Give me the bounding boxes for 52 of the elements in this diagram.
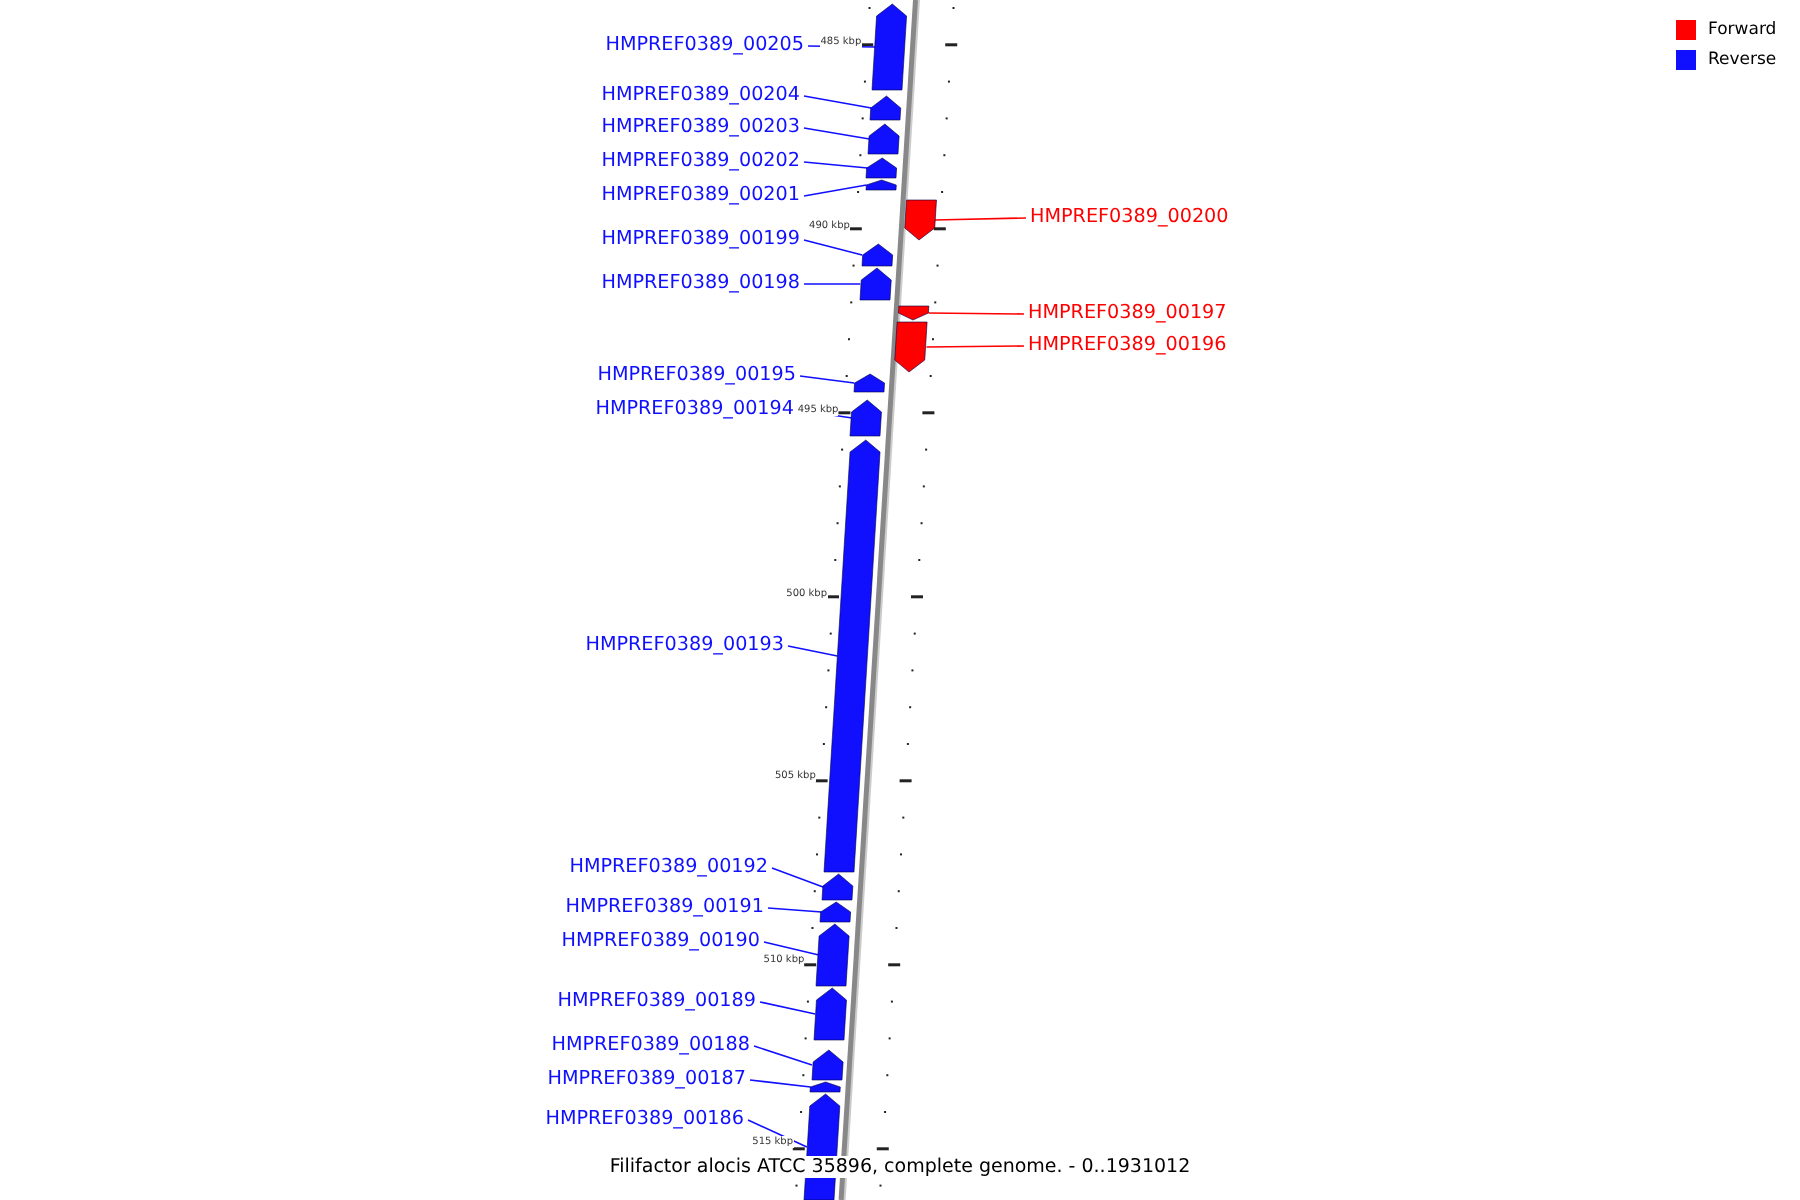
gene-shape bbox=[861, 244, 893, 266]
gene-label: HMPREF0389_00195 bbox=[597, 364, 796, 388]
gene-shape bbox=[872, 4, 908, 90]
leader-line bbox=[747, 1119, 808, 1148]
gene-shape bbox=[868, 124, 901, 154]
gene-label: HMPREF0389_00201 bbox=[601, 184, 800, 208]
gene-label: HMPREF0389_00192 bbox=[569, 856, 768, 880]
gene-label: HMPREF0389_00198 bbox=[601, 272, 800, 296]
leader-line bbox=[771, 867, 824, 888]
gene-label: HMPREF0389_00196 bbox=[1028, 334, 1227, 358]
gene-label: HMPREF0389_00187 bbox=[547, 1068, 746, 1092]
gene-label: HMPREF0389_00200 bbox=[1030, 206, 1229, 230]
gene-label: HMPREF0389_00199 bbox=[601, 228, 800, 252]
leader-line bbox=[927, 312, 1025, 315]
gene-label: HMPREF0389_00204 bbox=[601, 84, 800, 108]
gene-shape bbox=[813, 988, 847, 1040]
gene-label: HMPREF0389_00197 bbox=[1028, 302, 1227, 326]
gene-label: HMPREF0389_00189 bbox=[557, 990, 756, 1014]
leader-line bbox=[803, 184, 868, 197]
leader-line bbox=[799, 375, 856, 384]
gene-label: HMPREF0389_00193 bbox=[585, 634, 784, 658]
gene-shape bbox=[903, 200, 936, 240]
gene-shape bbox=[850, 400, 884, 436]
leader-line bbox=[767, 907, 823, 913]
gene-label: HMPREF0389_00191 bbox=[565, 896, 764, 920]
gene-label: HMPREF0389_00190 bbox=[561, 930, 760, 954]
gene-shape bbox=[866, 158, 899, 178]
gene-label: HMPREF0389_00194 bbox=[595, 398, 794, 422]
gene-shape bbox=[853, 374, 885, 392]
caption: Filifactor alocis ATCC 35896, complete genome. - 0..1931012 bbox=[605, 1156, 1195, 1178]
gene-label: HMPREF0389_00202 bbox=[601, 150, 800, 174]
gene-label: HMPREF0389_00203 bbox=[601, 116, 800, 140]
gene-shape bbox=[870, 96, 902, 120]
leader-line bbox=[749, 1079, 812, 1088]
gene-shape bbox=[859, 268, 892, 300]
leader-line bbox=[803, 239, 863, 256]
gene-label: HMPREF0389_00205 bbox=[605, 34, 804, 58]
leader-line bbox=[803, 95, 873, 109]
gene-label: HMPREF0389_00188 bbox=[551, 1034, 750, 1058]
leader-line bbox=[807, 45, 876, 48]
leader-line bbox=[803, 127, 871, 140]
leader-line bbox=[759, 1001, 816, 1015]
leader-line bbox=[803, 161, 869, 169]
gene-label: HMPREF0389_00186 bbox=[545, 1108, 744, 1132]
legend-label: Forward bbox=[1708, 20, 1777, 40]
leader-line bbox=[753, 1045, 813, 1066]
leader-line bbox=[925, 345, 1025, 348]
leader-line bbox=[763, 941, 820, 956]
leader-line bbox=[787, 645, 839, 657]
leader-line bbox=[803, 283, 862, 285]
legend-label: Reverse bbox=[1708, 50, 1777, 70]
leader-line bbox=[933, 217, 1027, 221]
